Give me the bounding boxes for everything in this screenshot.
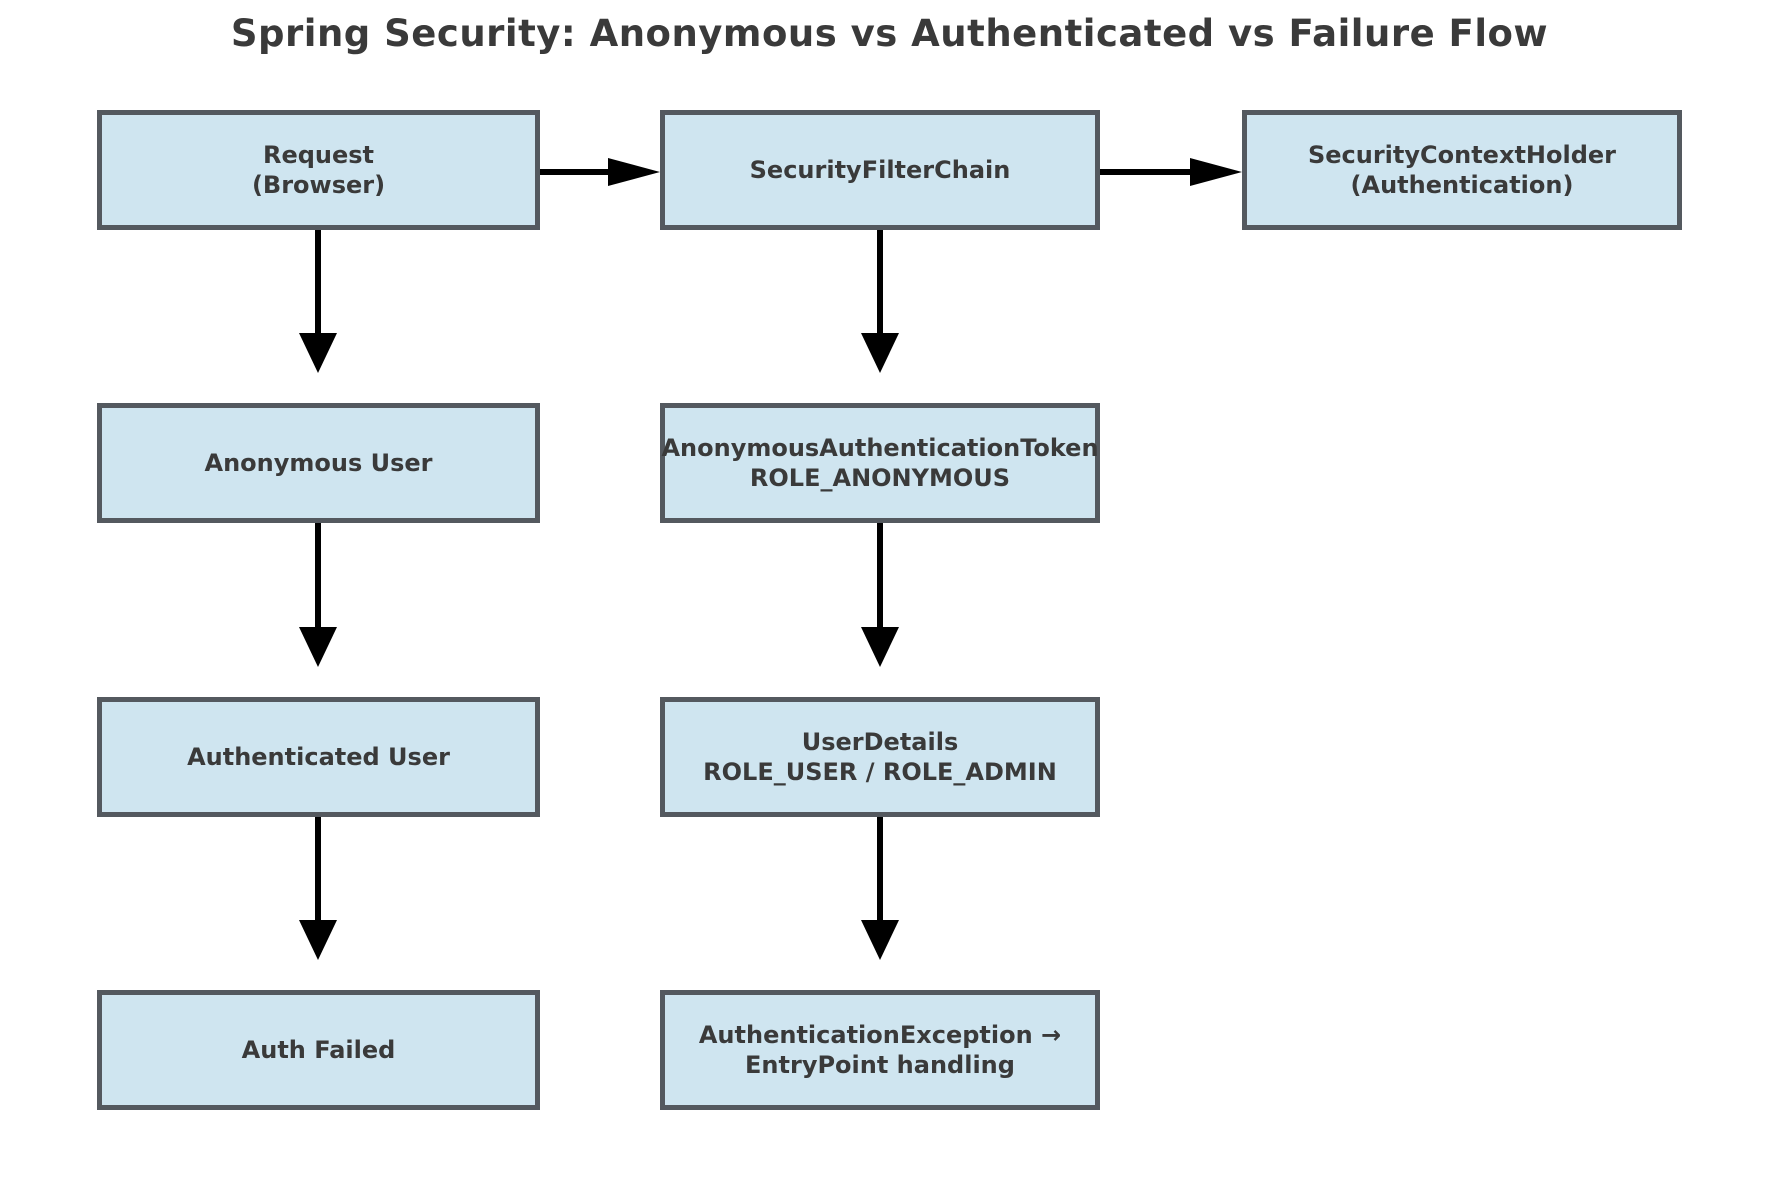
node-auth-failed-label: Auth Failed bbox=[241, 1036, 396, 1064]
arrow-down-stem bbox=[315, 817, 321, 922]
diagram-title: Spring Security: Anonymous vs Authentica… bbox=[230, 12, 1549, 55]
arrow-right-icon bbox=[1190, 158, 1242, 186]
node-security-filter-chain-label: SecurityFilterChain bbox=[749, 156, 1011, 184]
node-security-context-holder-label-line2: (Authentication) bbox=[1350, 171, 1574, 199]
arrow-down-icon bbox=[861, 920, 899, 960]
node-authenticated-user-label: Authenticated User bbox=[187, 743, 450, 771]
arrow-down-icon bbox=[299, 333, 337, 373]
node-auth-failed: Auth Failed bbox=[97, 990, 540, 1110]
node-request: Request (Browser) bbox=[97, 110, 540, 230]
arrow-down-stem bbox=[315, 523, 321, 629]
arrow-down-stem bbox=[877, 523, 883, 629]
arrow-down-icon bbox=[861, 333, 899, 373]
node-authentication-exception: AuthenticationException → EntryPoint han… bbox=[660, 990, 1100, 1110]
node-anonymous-authentication-token-label-line2: ROLE_ANONYMOUS bbox=[749, 464, 1011, 492]
node-security-context-holder: SecurityContextHolder (Authentication) bbox=[1242, 110, 1682, 230]
node-authentication-exception-label-line1: AuthenticationException → bbox=[698, 1021, 1062, 1049]
node-user-details: UserDetails ROLE_USER / ROLE_ADMIN bbox=[660, 697, 1100, 817]
node-anonymous-authentication-token: AnonymousAuthenticationToken ROLE_ANONYM… bbox=[660, 403, 1100, 523]
arrow-down-stem bbox=[315, 230, 321, 335]
node-anonymous-user: Anonymous User bbox=[97, 403, 540, 523]
arrow-right-stem bbox=[1100, 169, 1192, 175]
arrow-right-stem bbox=[540, 169, 612, 175]
node-anonymous-authentication-token-label-line1: AnonymousAuthenticationToken bbox=[661, 434, 1099, 462]
node-authenticated-user: Authenticated User bbox=[97, 697, 540, 817]
arrow-down-icon bbox=[299, 920, 337, 960]
arrow-down-stem bbox=[877, 817, 883, 922]
node-user-details-label-line1: UserDetails bbox=[801, 728, 959, 756]
arrow-right-icon bbox=[608, 158, 660, 186]
arrow-down-stem bbox=[877, 230, 883, 335]
arrow-down-icon bbox=[299, 627, 337, 667]
node-authentication-exception-label-line2: EntryPoint handling bbox=[745, 1051, 1015, 1079]
node-request-label-line2: (Browser) bbox=[251, 171, 386, 199]
node-anonymous-user-label: Anonymous User bbox=[204, 449, 433, 477]
node-security-filter-chain: SecurityFilterChain bbox=[660, 110, 1100, 230]
node-user-details-label-line2: ROLE_USER / ROLE_ADMIN bbox=[703, 758, 1057, 786]
arrow-down-icon bbox=[861, 627, 899, 667]
node-request-label-line1: Request bbox=[262, 141, 375, 169]
node-security-context-holder-label-line1: SecurityContextHolder bbox=[1307, 141, 1617, 169]
